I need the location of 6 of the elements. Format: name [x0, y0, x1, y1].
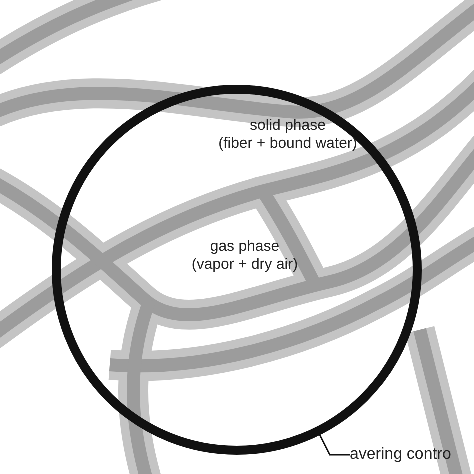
phase-label: (fiber + bound water) [218, 135, 358, 153]
callout-label: avering contro [350, 445, 452, 465]
phase-label: gas phase [209, 238, 281, 256]
phase-label: (vapor + dry air) [190, 256, 300, 274]
leader-line [319, 434, 350, 456]
phase-label: solid phase [249, 117, 327, 135]
